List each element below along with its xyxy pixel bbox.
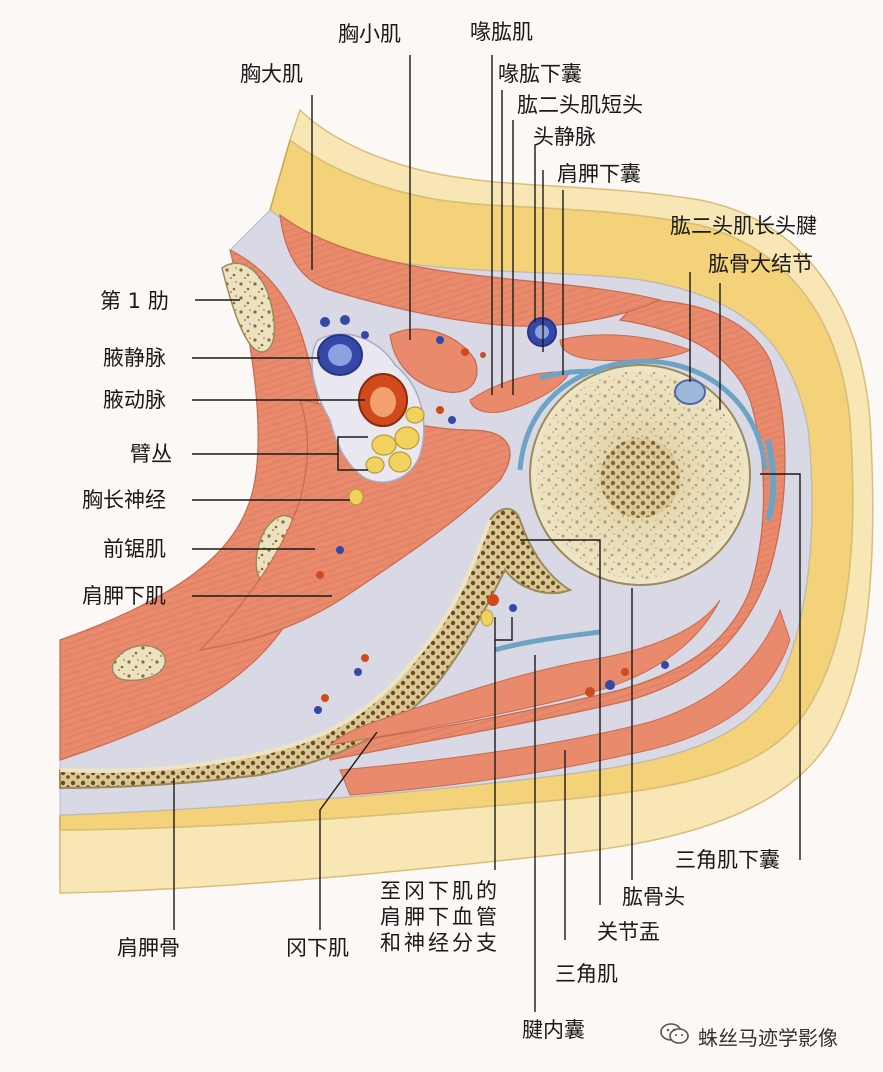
label-subscapularis: 肩胛下肌: [82, 584, 166, 608]
label-biceps-short-head: 肱二头肌短头: [517, 93, 643, 117]
label-pectoralis-major: 胸大肌: [240, 62, 303, 86]
label-glenoid: 关节盂: [597, 920, 660, 944]
label-subcoracoid-bursa: 喙肱下囊: [498, 62, 582, 86]
infraspinatus-muscle: [328, 599, 721, 746]
subscapular-bursa-shape: [539, 368, 601, 381]
label-deltoid: 三角肌: [555, 962, 618, 986]
axillary-vein-lumen: [328, 344, 352, 366]
leader-lines: [173, 55, 801, 1012]
label-first-rib: 第 1 肋: [100, 289, 169, 313]
wechat-icon: [660, 1023, 689, 1044]
small-vessels: [314, 315, 669, 714]
first-rib-bone: [221, 262, 276, 353]
label-subscapular-bursa: 肩胛下囊: [557, 162, 641, 186]
label-biceps-long-head-tendon: 肱二头肌长头腱: [670, 214, 817, 238]
label-coracobrachialis: 喙肱肌: [470, 20, 533, 44]
joint-capsule: [517, 358, 768, 471]
watermark-text: 蛛丝马迹学影像: [698, 1026, 838, 1050]
scapula-cortex: [59, 519, 492, 773]
label-pectoralis-minor: 胸小肌: [338, 22, 401, 46]
axillary-artery-lumen: [370, 387, 396, 417]
biceps-long-head-tendon-shape: [674, 379, 706, 405]
cephalic-vein-lumen: [535, 325, 549, 339]
label-axillary-vein: 腋静脉: [103, 346, 166, 370]
intratendinous-bursa-shape: [494, 629, 601, 653]
pectoralis-minor-muscle: [389, 328, 478, 393]
label-vessels-nerves-to-infraspinatus: 至冈下肌的肩胛下血管和神经分支: [380, 879, 500, 955]
rib-bone-left: [111, 644, 166, 682]
label-greater-tubercle: 肱骨大结节: [708, 252, 813, 276]
long-thoracic-nerve-shape: [348, 488, 364, 506]
label-subdeltoid-bursa: 三角肌下囊: [675, 848, 780, 872]
label-scapula: 肩胛骨: [117, 936, 180, 960]
skin-band: [59, 108, 874, 894]
label-infraspinatus: 冈下肌: [286, 936, 349, 960]
subscapularis-muscle: [198, 399, 511, 651]
label-long-thoracic-nerve: 胸长神经: [82, 488, 166, 512]
humeral-head-core: [600, 438, 680, 518]
label-cephalic-vein: 头静脉: [533, 125, 596, 149]
label-brachial-plexus: 臂丛: [130, 442, 172, 466]
label-humeral-head: 肱骨头: [622, 885, 685, 909]
brachial-plexus-bundle: [365, 406, 425, 474]
label-serratus-anterior: 前锯肌: [103, 537, 166, 561]
pectoralis-major-muscle: [279, 213, 662, 327]
biceps-short-head-muscle: [559, 334, 692, 362]
label-intratendinous-bursa: 腱内囊: [522, 1018, 585, 1042]
label-axillary-artery: 腋动脉: [103, 388, 166, 412]
subdeltoid-bursa-shape: [765, 439, 777, 521]
